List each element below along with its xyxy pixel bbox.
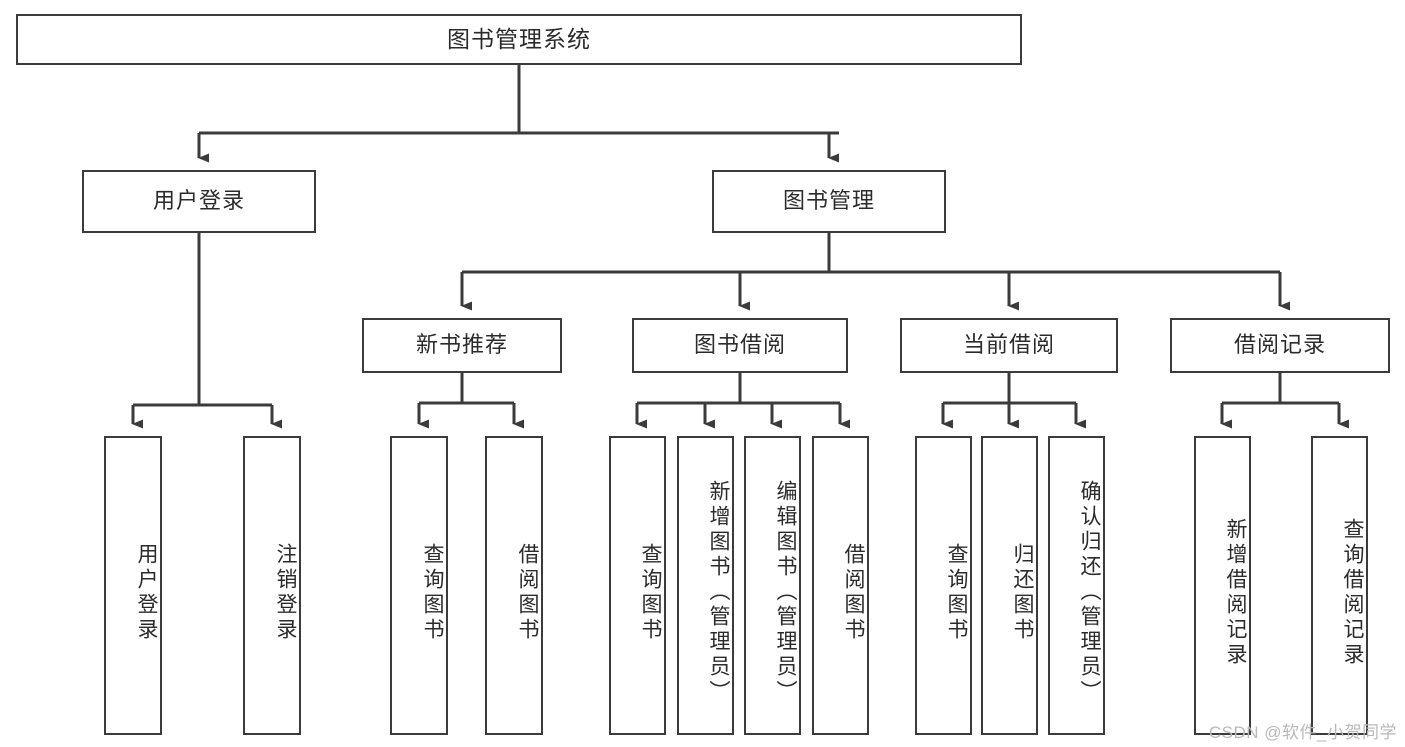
node-label: 编辑图书（管理员） xyxy=(774,480,797,705)
leaf-current-confirm-return-admin[interactable]: 确认归还（管理员） xyxy=(1048,436,1105,735)
leaf-borrow-edit-book-admin[interactable]: 编辑图书（管理员） xyxy=(744,436,801,735)
node-book-borrow[interactable]: 图书借阅 xyxy=(632,318,848,373)
leaf-recommend-query-book[interactable]: 查询图书 xyxy=(390,436,448,735)
leaf-current-return-book[interactable]: 归还图书 xyxy=(981,436,1038,735)
leaf-user-login-logout[interactable]: 注销登录 xyxy=(243,436,301,735)
node-book-management[interactable]: 图书管理 xyxy=(712,170,946,233)
node-label: 借阅图书 xyxy=(516,542,539,643)
leaf-user-login-login[interactable]: 用户登录 xyxy=(104,436,162,735)
leaf-record-add-record[interactable]: 新增借阅记录 xyxy=(1194,436,1251,735)
node-label: 确认归还（管理员） xyxy=(1078,480,1101,705)
node-label: 当前借阅 xyxy=(962,332,1055,358)
watermark-text: CSDN @软件_小贺同学 xyxy=(1208,723,1397,742)
node-label: 用户登录 xyxy=(135,542,158,643)
node-label: 图书管理系统 xyxy=(447,25,591,52)
node-label: 归还图书 xyxy=(1011,542,1034,643)
node-label: 查询图书 xyxy=(421,542,444,643)
node-label: 查询图书 xyxy=(945,542,968,643)
node-label: 图书借阅 xyxy=(693,332,786,358)
node-label: 注销登录 xyxy=(274,542,297,643)
leaf-record-query-record[interactable]: 查询借阅记录 xyxy=(1311,436,1368,735)
leaf-borrow-add-book-admin[interactable]: 新增图书（管理员） xyxy=(677,436,734,735)
node-label: 借阅记录 xyxy=(1233,332,1326,358)
node-user-login[interactable]: 用户登录 xyxy=(82,170,316,233)
node-current-borrow[interactable]: 当前借阅 xyxy=(900,318,1118,373)
node-label: 查询借阅记录 xyxy=(1341,517,1364,668)
node-label: 新书推荐 xyxy=(415,332,508,358)
node-label: 用户登录 xyxy=(152,188,245,214)
node-label: 图书管理 xyxy=(782,188,875,214)
node-label: 借阅图书 xyxy=(842,542,865,643)
node-root-system[interactable]: 图书管理系统 xyxy=(16,14,1022,65)
leaf-borrow-borrow-book[interactable]: 借阅图书 xyxy=(812,436,869,735)
node-label: 查询图书 xyxy=(639,542,662,643)
node-new-book-recommend[interactable]: 新书推荐 xyxy=(362,318,562,373)
node-label: 新增借阅记录 xyxy=(1224,517,1247,668)
leaf-current-query-book[interactable]: 查询图书 xyxy=(915,436,972,735)
node-borrow-record[interactable]: 借阅记录 xyxy=(1170,318,1390,373)
leaf-recommend-borrow-book[interactable]: 借阅图书 xyxy=(485,436,543,735)
node-label: 新增图书（管理员） xyxy=(707,480,730,705)
leaf-borrow-query-book[interactable]: 查询图书 xyxy=(609,436,666,735)
